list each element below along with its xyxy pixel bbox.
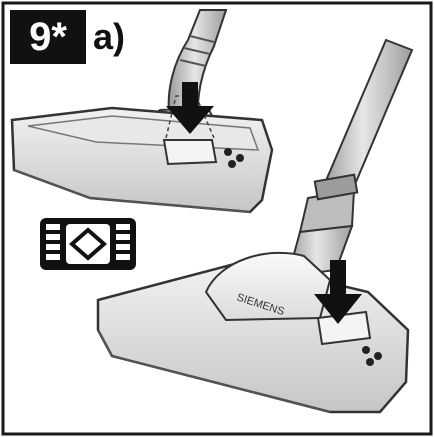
step-number-badge: 9*: [10, 10, 86, 64]
down-arrow-icon: [166, 82, 214, 134]
down-arrow-icon: [314, 260, 362, 324]
hard-floor-brush-icon: [40, 218, 136, 270]
step-sub-label: a): [93, 16, 126, 57]
